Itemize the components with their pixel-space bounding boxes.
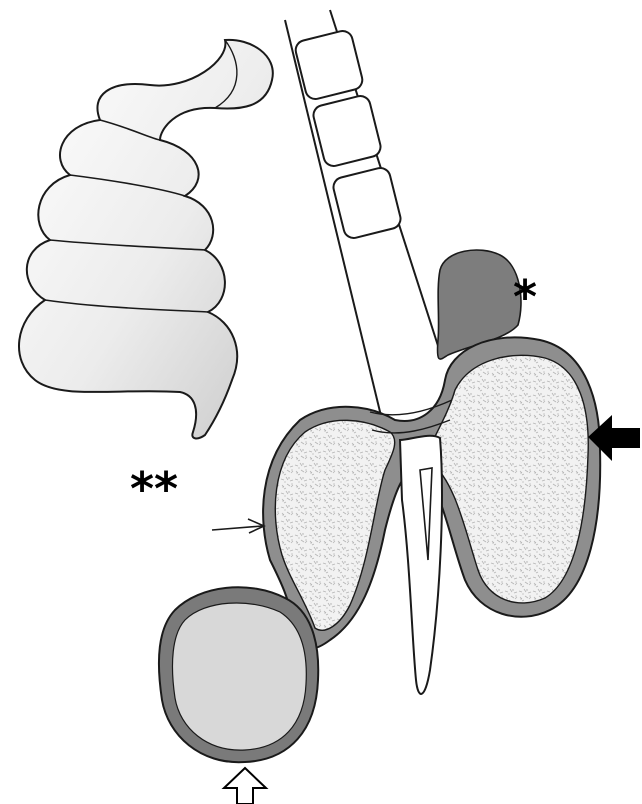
round-cyst-lumen	[172, 603, 306, 750]
thin-arrow-shaft	[212, 526, 262, 530]
bowel-loops-shape	[19, 40, 273, 439]
bowel-loops	[19, 40, 273, 439]
tube-segment-1	[294, 29, 365, 101]
tube-structure	[285, 10, 440, 420]
spike-structure	[400, 436, 442, 694]
tube-segment-2	[311, 94, 382, 168]
thin-arrow	[212, 519, 264, 533]
round-cyst	[159, 587, 318, 762]
single-asterisk-marker: *	[513, 270, 537, 324]
double-asterisk-marker: **	[130, 462, 178, 516]
tube-segment-3	[331, 166, 402, 240]
open-white-arrow	[224, 768, 266, 804]
